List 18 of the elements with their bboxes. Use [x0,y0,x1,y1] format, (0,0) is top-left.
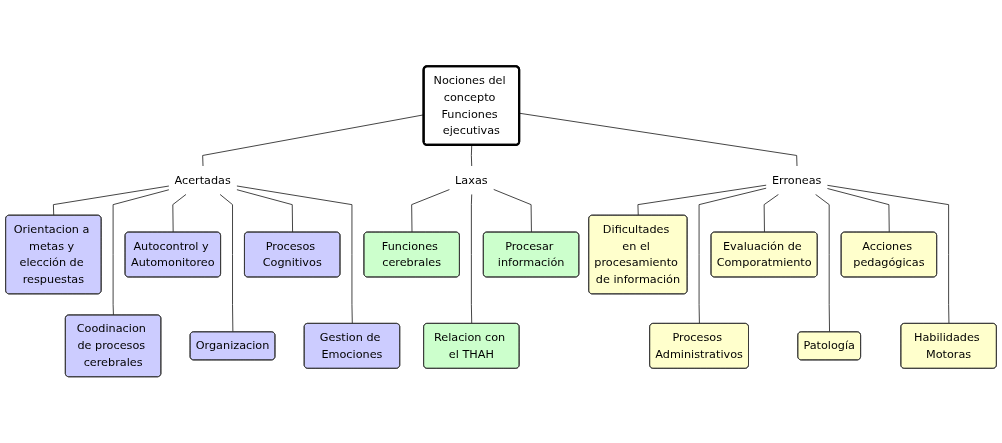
connector [112,189,170,316]
node-text: Laxas [455,173,488,187]
node-text: Acertadas [174,173,231,187]
connector [236,189,294,233]
connector [236,185,353,325]
connector [826,188,890,233]
connector [470,194,473,325]
connector [52,185,170,216]
connector [637,184,768,216]
connector [763,194,779,233]
connector [815,194,830,333]
connector [519,112,798,167]
connector [826,184,950,325]
connector [219,194,234,333]
connector [470,144,473,167]
node-text: Erroneas [771,173,822,187]
connector [698,187,768,325]
connector [172,194,187,233]
